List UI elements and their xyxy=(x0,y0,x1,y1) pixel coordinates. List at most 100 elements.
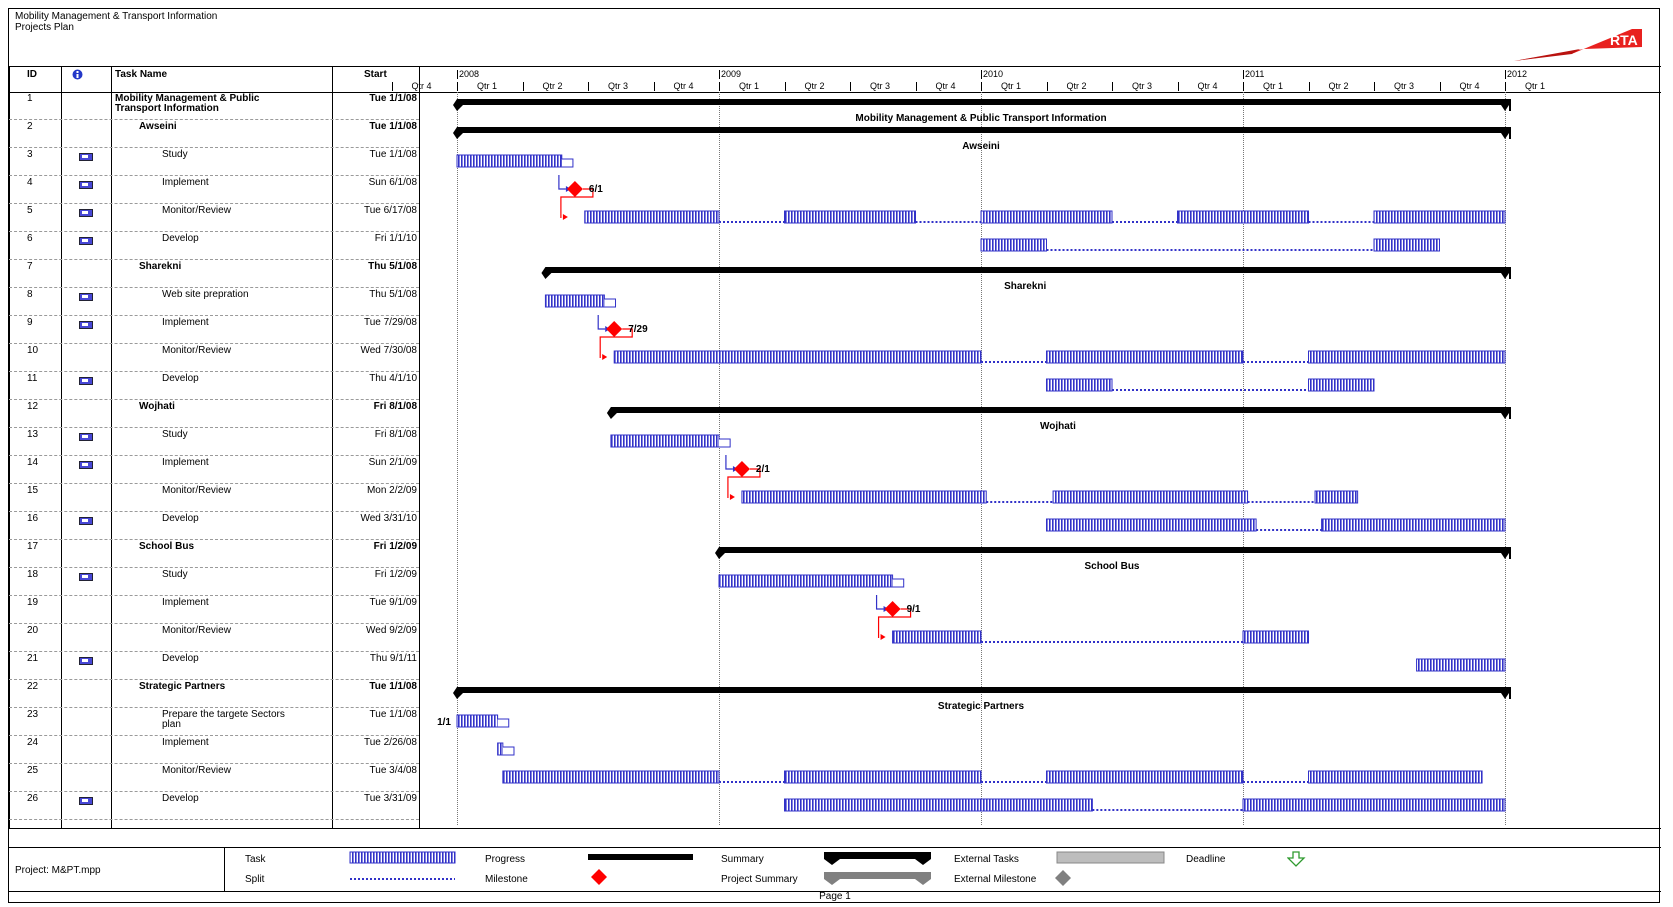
task-name[interactable]: Develop xyxy=(162,373,199,384)
task-name[interactable]: Study xyxy=(162,429,188,440)
task-start-date: Sun 2/1/09 xyxy=(368,457,417,468)
task-notes-icon[interactable] xyxy=(79,151,95,162)
task-start-date: Tue 1/1/08 xyxy=(369,93,417,104)
task-notes-icon[interactable] xyxy=(79,375,95,386)
task-bar xyxy=(1242,630,1309,644)
task-id: 15 xyxy=(27,485,39,496)
task-start-date: Thu 5/1/08 xyxy=(369,289,417,300)
task-notes-icon[interactable] xyxy=(79,795,95,806)
task-start-date: Tue 1/1/08 xyxy=(369,121,417,132)
task-name[interactable]: Implement xyxy=(162,317,209,328)
timescale-year: 2009 xyxy=(721,69,742,79)
task-bar xyxy=(613,350,982,364)
task-name[interactable]: Develop xyxy=(162,233,199,244)
task-id: 1 xyxy=(27,93,33,104)
timescale-quarter: Qtr 1 xyxy=(1001,81,1022,91)
report-title: Mobility Management & Transport Informat… xyxy=(15,11,217,33)
task-name[interactable]: Prepare the targete Sectors xyxy=(162,709,285,720)
task-name[interactable]: Implement xyxy=(162,457,209,468)
task-bar xyxy=(1308,378,1375,392)
task-id: 24 xyxy=(27,737,39,748)
task-notes-icon[interactable] xyxy=(79,291,95,302)
task-start-date: Wed 9/2/09 xyxy=(366,625,417,636)
task-name[interactable]: Monitor/Review xyxy=(162,625,231,636)
task-name[interactable]: Wojhati xyxy=(139,401,175,412)
task-id: 20 xyxy=(27,625,39,636)
task-name[interactable]: Monitor/Review xyxy=(162,765,231,776)
task-notes-icon[interactable] xyxy=(79,235,95,246)
task-start-date: Mon 2/2/09 xyxy=(366,485,417,496)
task-name[interactable]: Monitor/Review xyxy=(162,485,231,496)
legend-external-swatches xyxy=(1055,851,1165,886)
timescale-quarter: Qtr 4 xyxy=(673,81,694,91)
timescale-quarter: Qtr 2 xyxy=(804,81,825,91)
task-name[interactable]: Sharekni xyxy=(139,261,182,272)
task-bar xyxy=(1046,770,1244,784)
task-bar xyxy=(980,210,1113,224)
task-id: 2 xyxy=(27,121,33,132)
task-id: 23 xyxy=(27,709,39,720)
column-header-id[interactable]: ID xyxy=(27,69,37,80)
milestone-date-label: 6/1 xyxy=(589,184,603,195)
task-name[interactable]: Develop xyxy=(162,653,199,664)
legend-project-name: Project: M&PT.mpp xyxy=(15,865,101,876)
task-notes-icon[interactable] xyxy=(79,431,95,442)
task-name-line2: Transport Information xyxy=(115,103,219,114)
task-id: 16 xyxy=(27,513,39,524)
task-id: 21 xyxy=(27,653,39,664)
task-name[interactable]: Web site prepration xyxy=(162,289,249,300)
task-notes-icon[interactable] xyxy=(79,655,95,666)
task-notes-icon[interactable] xyxy=(79,207,95,218)
task-notes-icon[interactable] xyxy=(79,459,95,470)
task-name[interactable]: Develop xyxy=(162,793,199,804)
task-bar xyxy=(1046,518,1257,532)
timescale-quarter: Qtr 4 xyxy=(411,81,432,91)
task-name[interactable]: Monitor/Review xyxy=(162,205,231,216)
task-bar xyxy=(718,574,894,588)
task-start-date: Thu 4/1/10 xyxy=(369,373,417,384)
task-notes-icon[interactable] xyxy=(79,571,95,582)
task-bar xyxy=(1373,238,1440,252)
timescale-year: 2010 xyxy=(983,69,1004,79)
milestone-diamond xyxy=(733,461,750,477)
task-start-date: Fri 8/1/08 xyxy=(373,401,417,412)
task-name[interactable]: Develop xyxy=(162,513,199,524)
task-name[interactable]: Strategic Partners xyxy=(139,681,226,692)
column-header-start[interactable]: Start xyxy=(364,69,387,80)
task-name[interactable]: Implement xyxy=(162,597,209,608)
task-name[interactable]: Implement xyxy=(162,177,209,188)
task-name[interactable]: Implement xyxy=(162,737,209,748)
task-bar xyxy=(1052,490,1249,504)
summary-bar-label: Mobility Management & Public Transport I… xyxy=(855,113,1106,124)
legend-split-label: Split xyxy=(245,874,265,885)
indicators-icon[interactable] xyxy=(72,69,83,83)
task-start-date: Tue 6/17/08 xyxy=(363,205,417,216)
timescale-quarter: Qtr 2 xyxy=(1066,81,1087,91)
task-name[interactable]: Study xyxy=(162,569,188,580)
task-bar xyxy=(456,154,563,168)
legend-progress-label: Progress xyxy=(485,854,526,865)
task-id: 9 xyxy=(27,317,33,328)
column-header-task-name[interactable]: Task Name xyxy=(115,69,168,80)
legend-project-summary-label: Project Summary xyxy=(721,874,798,885)
task-id: 7 xyxy=(27,261,33,272)
task-start-date: Fri 8/1/08 xyxy=(374,429,417,440)
task-name[interactable]: Monitor/Review xyxy=(162,345,231,356)
successor-arrowhead xyxy=(562,214,568,220)
task-name[interactable]: Awseini xyxy=(139,121,177,132)
task-name[interactable]: School Bus xyxy=(139,541,195,552)
task-link-stub xyxy=(892,578,905,588)
task-id: 12 xyxy=(27,401,39,412)
task-notes-icon[interactable] xyxy=(79,179,95,190)
task-name[interactable]: Mobility Management & Public xyxy=(115,93,260,104)
legend-box: Project: M&PT.mpp Task Split Progress Mi… xyxy=(9,847,1661,904)
task-notes-icon[interactable] xyxy=(79,515,95,526)
summary-bar xyxy=(453,127,1509,139)
task-id: 14 xyxy=(27,457,39,468)
task-bar xyxy=(1177,210,1309,224)
task-notes-icon[interactable] xyxy=(79,319,95,330)
task-start-date: Wed 7/30/08 xyxy=(360,345,417,356)
task-start-date: Tue 1/1/08 xyxy=(369,149,417,160)
task-name[interactable]: Study xyxy=(162,149,188,160)
task-start-date: Sun 6/1/08 xyxy=(368,177,417,188)
